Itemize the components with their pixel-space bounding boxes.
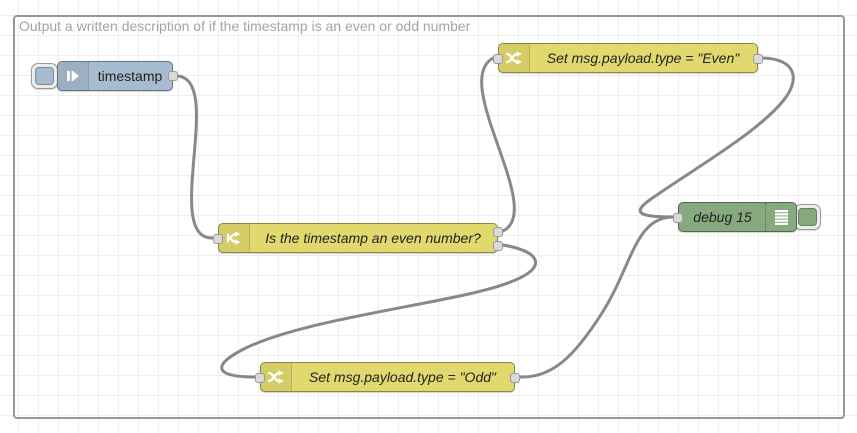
debug-list-icon [765,203,796,231]
node-inject-timestamp[interactable]: timestamp [57,61,178,91]
group-label: Output a written description of if the t… [19,18,471,34]
wire-switch-to-change-even[interactable] [480,56,516,233]
node-switch-even-check[interactable]: Is the timestamp an even number? [213,223,503,253]
debug-toggle-button[interactable] [794,204,821,230]
node-change-odd[interactable]: Set msg.payload.type = "Odd" [255,362,520,392]
switch-fork-icon [219,224,250,252]
port-change-even-in[interactable] [493,54,503,64]
wire-change-even-to-debug[interactable] [638,56,795,219]
inject-button[interactable] [31,63,58,89]
shuffle-icon [499,44,530,72]
shuffle-icon [261,363,292,391]
flow-group[interactable]: Output a written description of if the t… [13,15,845,419]
port-switch-out-2[interactable] [493,241,503,251]
port-switch-out-1[interactable] [493,227,503,237]
node-label: debug 15 [693,209,752,225]
debug-button-face [798,208,817,226]
port-debug-in[interactable] [673,213,683,223]
inject-arrow-icon [58,62,89,90]
wire-change-odd-to-debug[interactable] [518,215,675,379]
port-switch-in[interactable] [213,234,223,244]
port-inject-out[interactable] [168,71,178,81]
node-label: Set msg.payload.type = "Odd" [309,369,496,385]
port-change-even-out[interactable] [753,54,763,64]
node-label: Set msg.payload.type = "Even" [546,50,740,66]
wire-switch-to-change-odd[interactable] [220,243,537,379]
port-change-odd-in[interactable] [255,373,265,383]
node-debug-15[interactable]: debug 15 [673,202,797,232]
node-label: Is the timestamp an even number? [265,230,481,246]
node-label: timestamp [97,68,163,84]
inject-button-face [35,67,54,85]
wire-inject-to-switch[interactable] [174,74,214,240]
node-change-even[interactable]: Set msg.payload.type = "Even" [493,43,763,73]
port-change-odd-out[interactable] [510,373,520,383]
